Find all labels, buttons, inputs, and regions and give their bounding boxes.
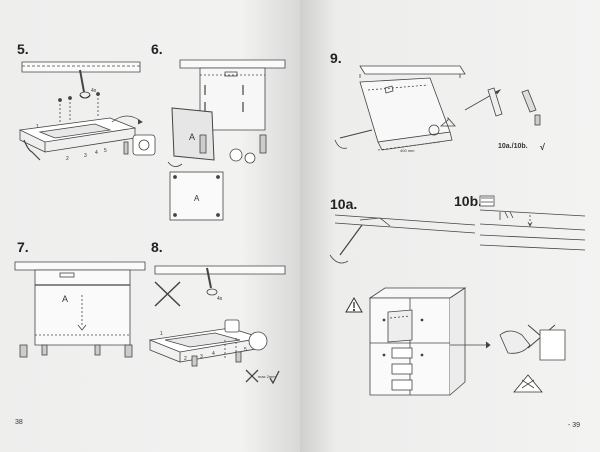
left-illustrations: 4x 1 2 3 4 5 A A xyxy=(14,59,286,385)
step-8-num-2: 2 xyxy=(184,356,187,362)
step-6-heading: 6. xyxy=(151,41,163,57)
small-panel-a-label: A xyxy=(194,194,200,203)
step-6-illustration xyxy=(167,59,286,221)
step-8-num-1: 1 xyxy=(160,331,163,337)
step-5-num-4: 4 xyxy=(95,150,98,156)
step-8-num-4: 4 xyxy=(212,351,215,357)
step-10b-illustration xyxy=(479,195,586,251)
step-5-count-label: 4x xyxy=(91,88,97,94)
page-number-left: 38 xyxy=(15,419,23,426)
step-8-num-3: 3 xyxy=(200,354,203,360)
step-8-illustration xyxy=(148,265,286,385)
left-page: 5. 6. 7. 8. 38 4x 1 2 3 xyxy=(0,0,300,452)
right-illustrations: 10a./10b. √ 400 mm xyxy=(329,65,586,396)
right-page: 9. 10a. 10b. - 39 10a./10b. √ 400 mm xyxy=(300,0,600,452)
step-5-heading: 5. xyxy=(17,41,29,57)
step-10b-heading: 10b. xyxy=(454,193,483,209)
panel-a-label: A xyxy=(189,132,195,142)
step-7-illustration xyxy=(14,261,146,358)
dimension-label: 400 mm xyxy=(400,148,415,153)
step-8-heading: 8. xyxy=(151,239,163,255)
check-mark: √ xyxy=(540,142,545,152)
step-7-heading: 7. xyxy=(17,239,29,255)
page-number-right: - 39 xyxy=(568,422,581,429)
step-5-num-2: 2 xyxy=(66,156,69,162)
step-5-illustration xyxy=(18,61,156,161)
step-9-illustration xyxy=(334,65,541,151)
step-5-num-3: 3 xyxy=(84,153,87,159)
warning-triangle xyxy=(345,296,363,313)
cabinet-illustration xyxy=(368,287,566,396)
step-9-heading: 9. xyxy=(330,50,342,66)
step-5-num-1: 1 xyxy=(36,124,39,130)
step-10a-illustration xyxy=(329,214,476,264)
step-10-ref-label: 10a./10b. xyxy=(498,143,528,150)
step-8-num-5: 5 xyxy=(244,347,247,353)
step-5-num-5: 5 xyxy=(104,148,107,154)
step-8-count-label: 4x xyxy=(217,296,223,302)
front-a-label: A xyxy=(62,294,68,304)
step-8-caption: max 2mm xyxy=(258,374,276,379)
step-10a-heading: 10a. xyxy=(330,196,358,212)
